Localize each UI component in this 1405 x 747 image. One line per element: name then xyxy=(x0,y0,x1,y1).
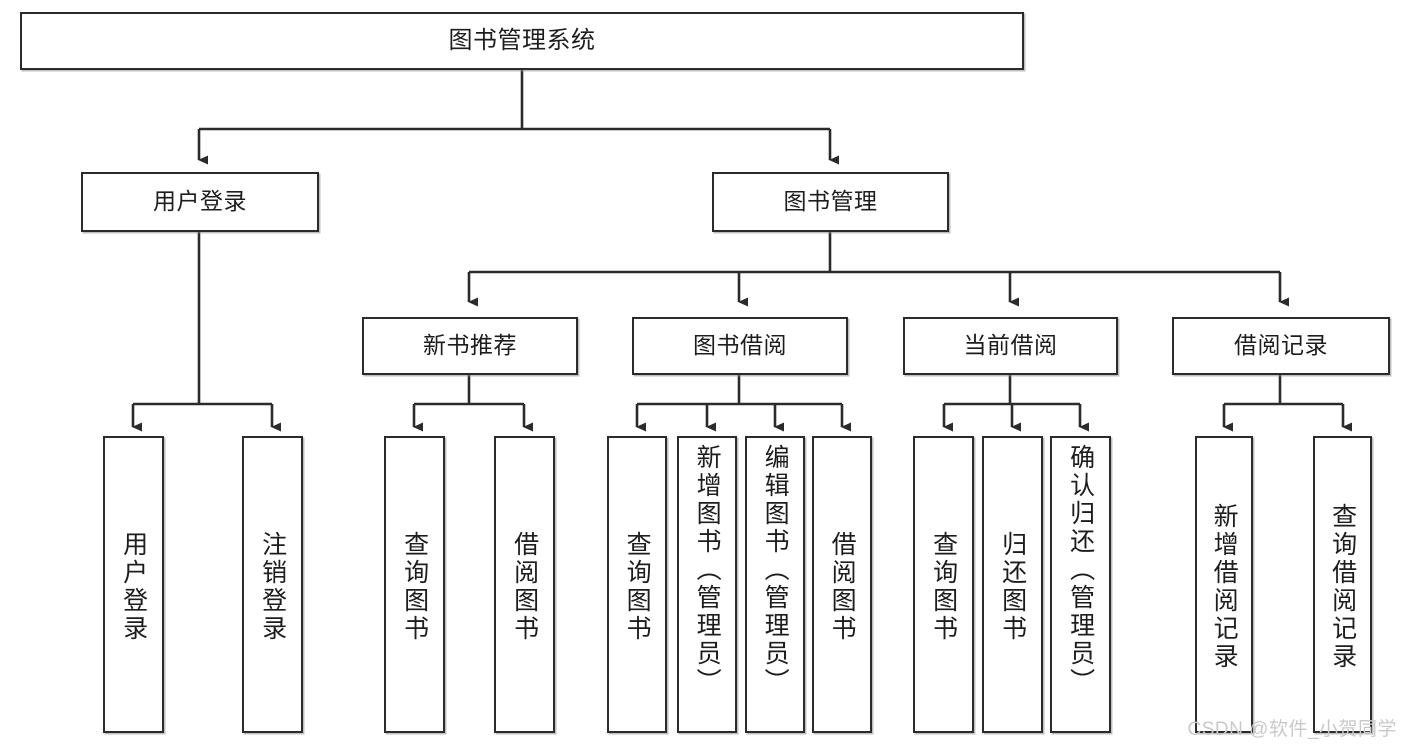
node-leaf-query-borrow-record-label: 查询借阅记录 xyxy=(1328,502,1357,671)
node-borrow-record-label: 借阅记录 xyxy=(1234,332,1328,359)
node-leaf-borrow-book-2[interactable]: 借阅图书 xyxy=(812,436,872,733)
node-leaf-logout[interactable]: 注销登录 xyxy=(242,436,303,733)
node-book-management[interactable]: 图书管理 xyxy=(712,172,949,232)
node-root[interactable]: 图书管理系统 xyxy=(20,12,1024,70)
node-leaf-user-login[interactable]: 用户登录 xyxy=(103,436,164,733)
node-leaf-borrow-book-2-label: 借阅图书 xyxy=(828,530,857,643)
node-new-book-recommend-label: 新书推荐 xyxy=(423,332,517,359)
node-leaf-borrow-book-1-label: 借阅图书 xyxy=(510,530,539,643)
node-leaf-query-book-1-label: 查询图书 xyxy=(400,530,429,643)
node-current-borrow[interactable]: 当前借阅 xyxy=(903,317,1118,375)
node-root-label: 图书管理系统 xyxy=(448,26,596,54)
node-leaf-query-borrow-record[interactable]: 查询借阅记录 xyxy=(1313,436,1372,733)
node-current-borrow-label: 当前借阅 xyxy=(963,332,1058,359)
csdn-watermark: CSDN @软件_小贺同学 xyxy=(1187,719,1397,740)
node-borrow-record[interactable]: 借阅记录 xyxy=(1172,317,1390,375)
node-leaf-query-book-2-label: 查询图书 xyxy=(623,530,652,643)
node-book-borrow[interactable]: 图书借阅 xyxy=(632,317,848,375)
node-leaf-return-book[interactable]: 归还图书 xyxy=(982,436,1043,733)
node-leaf-borrow-book-1[interactable]: 借阅图书 xyxy=(494,436,555,733)
node-leaf-query-book-1[interactable]: 查询图书 xyxy=(384,436,445,733)
node-leaf-edit-book-admin-label: 编辑图书（管理员） xyxy=(761,444,790,696)
node-leaf-confirm-return-admin-label: 确认归还（管理员） xyxy=(1066,444,1095,696)
node-user-login[interactable]: 用户登录 xyxy=(81,172,319,232)
node-leaf-logout-label: 注销登录 xyxy=(258,530,287,643)
node-leaf-query-book-3-label: 查询图书 xyxy=(929,530,958,643)
node-leaf-add-book-admin-label: 新增图书（管理员） xyxy=(693,444,722,696)
node-leaf-query-book-3[interactable]: 查询图书 xyxy=(913,436,974,733)
node-new-book-recommend[interactable]: 新书推荐 xyxy=(362,317,578,375)
node-user-login-label: 用户登录 xyxy=(153,188,247,215)
node-book-management-label: 图书管理 xyxy=(783,188,878,215)
node-leaf-add-book-admin[interactable]: 新增图书（管理员） xyxy=(677,436,737,733)
node-leaf-confirm-return-admin[interactable]: 确认归还（管理员） xyxy=(1050,436,1111,733)
node-leaf-return-book-label: 归还图书 xyxy=(998,530,1027,643)
node-leaf-add-borrow-record[interactable]: 新增借阅记录 xyxy=(1195,436,1253,733)
node-leaf-query-book-2[interactable]: 查询图书 xyxy=(607,436,667,733)
node-leaf-edit-book-admin[interactable]: 编辑图书（管理员） xyxy=(745,436,805,733)
node-book-borrow-label: 图书借阅 xyxy=(693,332,787,359)
node-leaf-user-login-label: 用户登录 xyxy=(119,530,148,643)
node-leaf-add-borrow-record-label: 新增借阅记录 xyxy=(1210,502,1239,671)
